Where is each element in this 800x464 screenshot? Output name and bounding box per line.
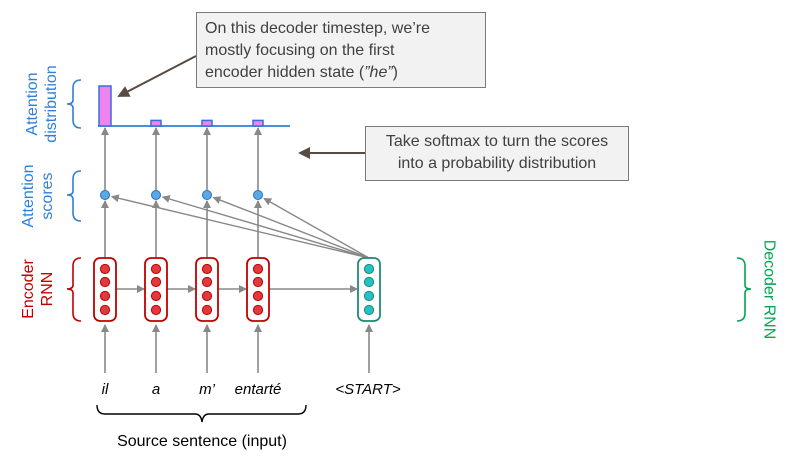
attention-bar-4 [252,119,264,127]
label-encoder-rnn: Encoder RNN [19,254,57,324]
brace-encoder-rnn [66,257,82,322]
focus-annotation-box: On this decoder timestep, we’re mostly f… [196,12,486,88]
source-word-m: m’ [199,381,215,398]
focus-note-line-1: On this decoder timestep, we’re [205,20,430,37]
decoder-hidden-state [357,257,381,322]
encoder-unit-dot [150,276,162,288]
encoder-unit-dot [150,304,162,316]
attention-score-dot-2 [151,190,161,200]
source-word-entarte: entarté [234,381,282,398]
focus-note-line-2: mostly focusing on the first [205,42,395,59]
focus-note-prefix: encoder hidden state ( [205,64,365,81]
attention-bar-2 [150,119,162,127]
brace-decoder-rnn [736,257,752,322]
decoder-unit-dot [363,276,375,288]
label-attention-distribution-line-1: Attention [24,72,41,136]
encoder-unit-dot [252,263,264,275]
decoder-to-score-arrow [110,194,370,259]
rnn-nodes [93,190,381,322]
encoder-unit-dot [201,263,213,275]
softmax-note-line-1: Take softmax to turn the scores [385,133,609,150]
label-attention-distribution: Attention distribution [23,49,61,159]
attention-bar-1 [98,85,112,127]
brace-source-sentence [96,404,307,423]
encoder-unit-dot [150,290,162,302]
decoder-unit-dot [363,263,375,275]
connection-arrows [101,127,373,373]
encoder-unit-dot [99,276,111,288]
focus-note-he: ”he” [364,64,393,81]
encoder-hidden-state-1 [93,257,117,322]
encoder-unit-dot [201,290,213,302]
decoder-to-score-arrow [263,197,370,259]
label-attention-scores-line-1: Attention [20,164,37,228]
brace-attention-scores [66,170,82,222]
source-word-a: a [151,381,161,398]
label-encoder-rnn-line-1: Encoder [20,259,37,319]
encoder-hidden-state-3 [195,257,219,322]
callout-arrow-focus [117,55,197,97]
decoder-to-score-arrow [212,196,370,259]
source-word-il: il [101,381,109,398]
softmax-note-line-2: into a probability distribution [397,155,597,172]
decoder-to-score-arrow [161,195,370,259]
softmax-annotation-box: Take softmax to turn the scores into a p… [365,126,629,181]
encoder-unit-dot [99,290,111,302]
label-attention-scores-line-2: scores [39,172,56,220]
label-encoder-rnn-line-2: RNN [39,271,56,307]
encoder-unit-dot [252,276,264,288]
label-decoder-rnn: Decoder RNN [760,239,778,340]
decoder-input-start: <START> [335,381,401,398]
encoder-unit-dot [252,304,264,316]
label-attention-distribution-line-2: distribution [43,65,60,143]
attention-score-dot-1 [100,190,110,200]
decoder-unit-dot [363,304,375,316]
focus-note-line-3: encoder hidden state (”he”) [205,62,477,84]
encoder-unit-dot [252,290,264,302]
attention-score-dot-3 [202,190,212,200]
encoder-hidden-state-2 [144,257,168,322]
encoder-unit-dot [201,276,213,288]
encoder-unit-dot [99,263,111,275]
encoder-hidden-state-4 [246,257,270,322]
label-attention-scores: Attention scores [19,156,57,236]
brace-attention-distribution [66,79,82,129]
attention-bars [98,85,290,127]
focus-note-suffix: ) [392,64,398,81]
encoder-unit-dot [150,263,162,275]
encoder-unit-dot [201,304,213,316]
attention-score-dot-4 [253,190,263,200]
attention-bar-3 [201,119,213,127]
decoder-unit-dot [363,290,375,302]
source-sentence-caption: Source sentence (input) [117,433,287,450]
encoder-unit-dot [99,304,111,316]
